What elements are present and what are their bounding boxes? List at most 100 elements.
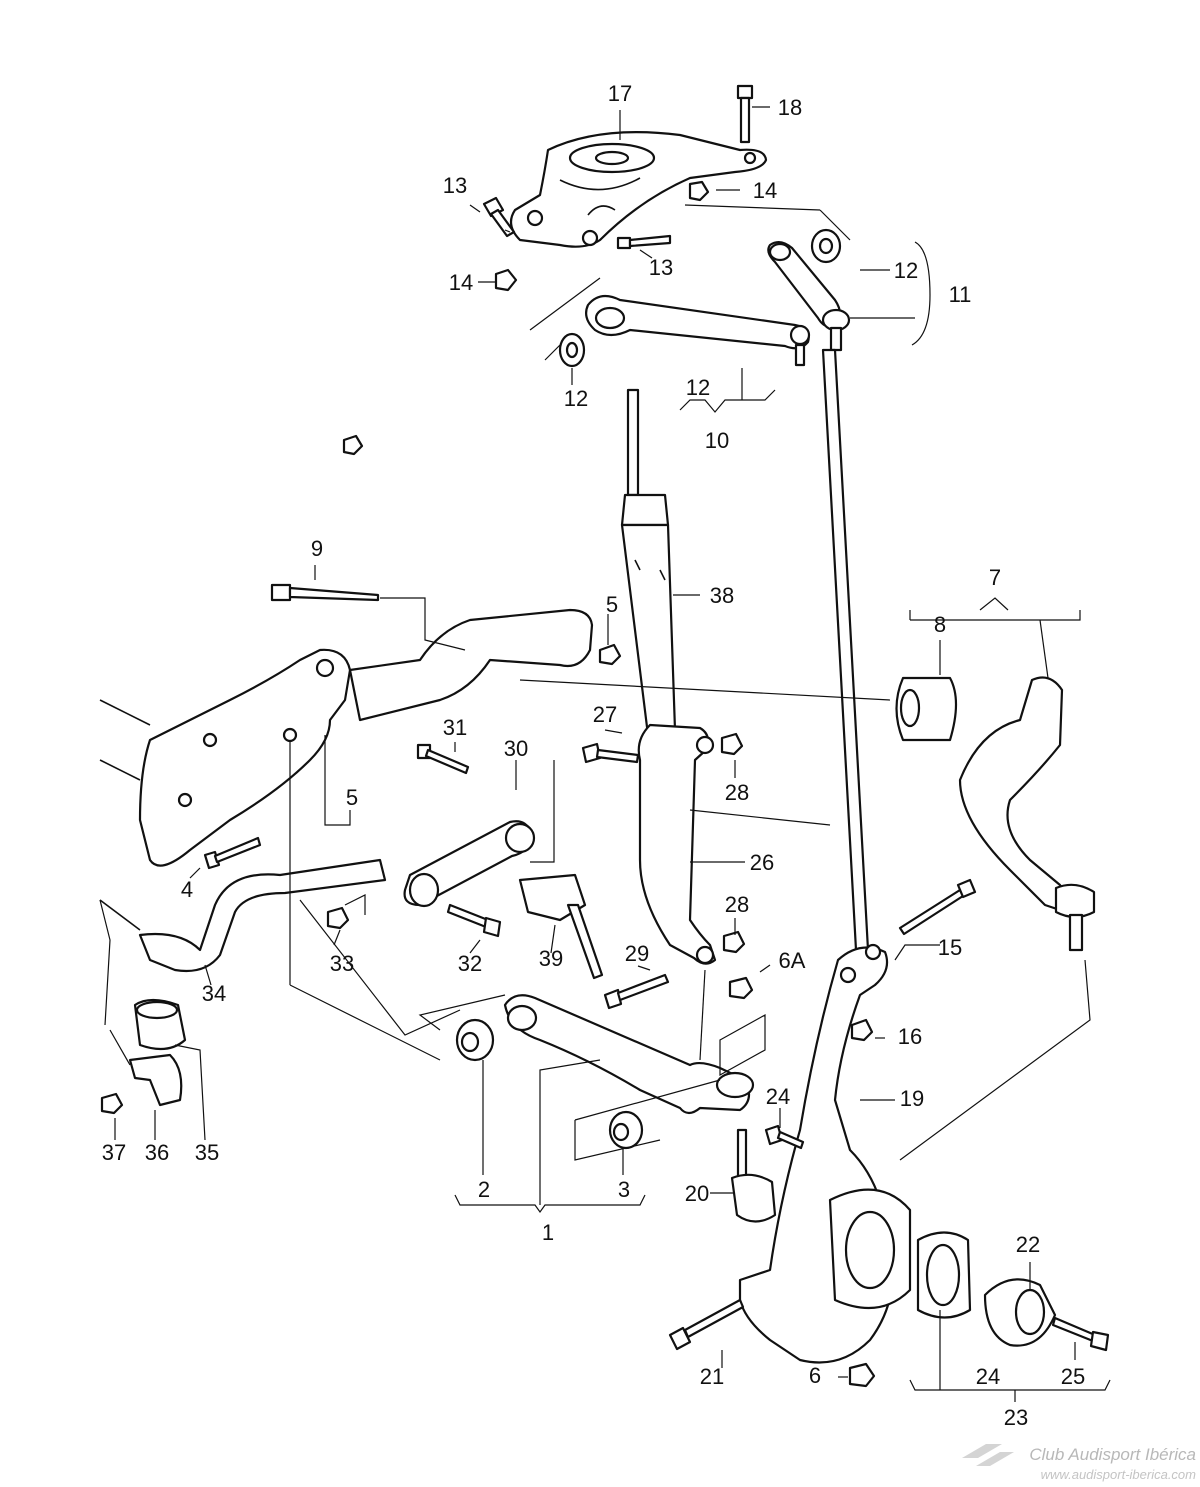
callout-26: 26 [750,850,774,875]
bolt-18 [736,84,754,144]
callout-33: 33 [330,951,354,976]
clamp-36 [128,1053,183,1107]
callout-14-right: 14 [753,178,777,203]
watermark-url: www.audisport-iberica.com [1041,1467,1197,1482]
callout-1: 1 [542,1220,554,1245]
nut-14-left [494,268,518,292]
callout-15: 15 [938,935,962,960]
bushing-35 [133,998,187,1051]
wishbone-7 [958,676,1067,912]
link-30 [403,820,536,908]
callout-18: 18 [778,95,802,120]
bolt-32 [446,903,502,938]
coupling-rod [821,348,870,952]
callout-29: 29 [625,941,649,966]
bolt-21 [668,1298,745,1351]
callout-2: 2 [478,1177,490,1202]
nut-28-upper [720,732,744,756]
wheel-bearing-housing [738,943,912,1364]
callout-3: 3 [618,1177,630,1202]
callout-14-left: 14 [449,270,473,295]
callout-7: 7 [989,565,1001,590]
callout-24-top: 24 [766,1084,790,1109]
bolt-13-right [616,234,672,250]
wheel-bearing [916,1231,972,1319]
lower-wishbone [503,994,755,1115]
callout-24-bottom: 24 [976,1364,1000,1389]
bolt-31 [416,743,470,775]
callout-5-upper: 5 [606,592,618,617]
callout-9: 9 [311,536,323,561]
bolt-25 [1051,1316,1110,1352]
ball-joint-20 [730,1128,777,1223]
watermark-logo [962,1444,1014,1466]
callout-16: 16 [898,1024,922,1049]
callout-13-left: 13 [443,173,467,198]
bolt-15 [898,878,977,936]
bolt-29 [603,973,670,1010]
watermark: Club Audisport Ibérica www.audisport-ibe… [962,1444,1196,1482]
callout-38: 38 [710,583,734,608]
callout-10: 10 [705,428,729,453]
bushing-12-link11 [810,228,842,264]
callout-32: 32 [458,951,482,976]
leader-lines [99,106,1111,1402]
bushing-8 [895,676,958,742]
callout-36: 36 [145,1140,169,1165]
bushing-2 [455,1018,495,1062]
balljoint-7 [1054,883,1096,952]
nut-16 [850,1018,874,1042]
callout-27: 27 [593,702,617,727]
callout-4: 4 [181,877,193,902]
balljoint-12-link11 [821,308,851,352]
bolt-9 [270,583,380,602]
nut-37 [100,1092,124,1115]
level-sensor-39 [518,873,604,980]
nut-28-lower [722,930,746,954]
nut-5-upper [598,643,622,666]
upper-link-10 [585,294,811,367]
watermark-brand: Club Audisport Ibérica [1029,1445,1196,1464]
nut-14-right [688,180,710,202]
bolt-24-top [764,1124,805,1150]
callout-13-right: 13 [649,255,673,280]
callout-12-link11: 12 [894,258,918,283]
callout-39: 39 [539,946,563,971]
wheel-hub-22 [983,1278,1057,1347]
bolt-4 [203,836,262,870]
callout-11: 11 [949,282,972,307]
callout-6: 6 [809,1363,821,1388]
callout-6A: 6A [779,948,806,973]
nut-5-lower [342,434,364,456]
callout-21: 21 [700,1364,724,1389]
callout-34: 34 [202,981,226,1006]
bushing-12-link10 [558,332,586,368]
callout-25: 25 [1061,1364,1085,1389]
callout-17: 17 [608,81,632,106]
callout-5-lower: 5 [346,785,358,810]
callout-12-link10: 12 [686,375,710,400]
strut-mount-bracket [509,131,768,248]
callout-22: 22 [1016,1232,1040,1257]
callout-12-bushing: 12 [564,386,588,411]
callout-31: 31 [443,715,467,740]
callout-20: 20 [685,1181,709,1206]
bolt-27 [581,742,640,764]
callout-30: 30 [504,736,528,761]
callout-28-upper: 28 [725,780,749,805]
callout-35: 35 [195,1140,219,1165]
nut-6-bottom [848,1362,876,1388]
subframe [99,608,594,867]
callout-23: 23 [1004,1405,1028,1430]
nut-6A [728,976,754,1000]
callouts: 1 2 3 4 5 5 6 6A 7 8 9 10 11 12 12 12 13… [102,81,1085,1430]
callout-37: 37 [102,1140,126,1165]
nut-33 [326,906,350,930]
shock-absorber [620,388,677,737]
callout-19: 19 [900,1086,924,1111]
callout-8: 8 [934,612,946,637]
bolt-13-left [482,196,516,238]
bushing-3 [608,1110,644,1150]
callout-28-lower: 28 [725,892,749,917]
